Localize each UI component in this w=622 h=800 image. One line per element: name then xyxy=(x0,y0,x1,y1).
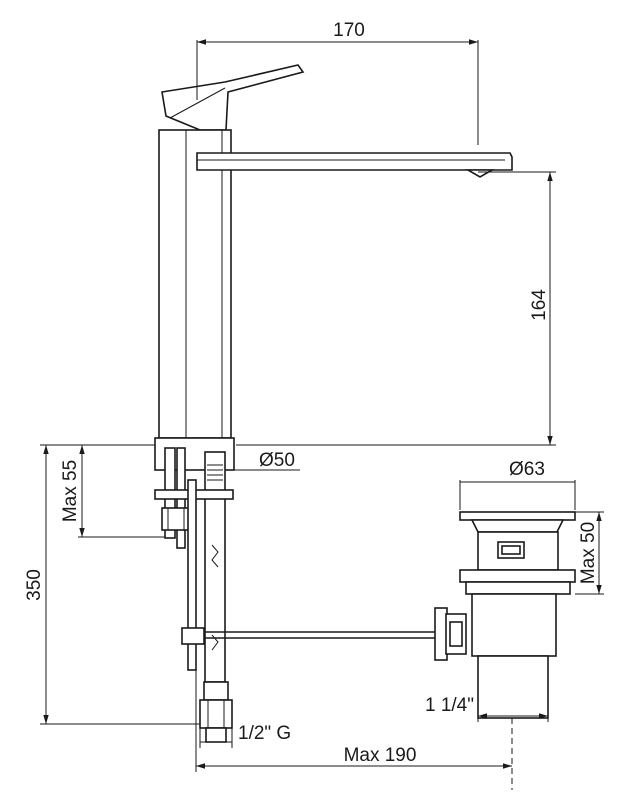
dimension-label-supply-thread: 1/2" G xyxy=(238,723,291,744)
dimension-spout-height: 164 xyxy=(236,171,556,446)
dimension-deck-thickness: Max 55 xyxy=(60,444,165,538)
dimension-base-diameter: Ø50 xyxy=(234,450,300,471)
popup-rod xyxy=(187,479,197,671)
aerator xyxy=(465,169,495,178)
dimension-label-rod-length: Max 190 xyxy=(344,745,417,766)
waste-flange xyxy=(459,511,576,521)
dimension-waste-height: Max 50 xyxy=(575,511,604,595)
dimension-label-waste-diameter: Ø63 xyxy=(509,459,545,480)
lever-handle xyxy=(161,64,305,131)
dimension-label-base-diameter: Ø50 xyxy=(259,450,295,471)
mounting-hardware xyxy=(154,447,234,743)
dimension-label-spout-height: 164 xyxy=(529,289,550,321)
dimension-label-waste-height: Max 50 xyxy=(578,522,599,584)
spout xyxy=(196,152,513,171)
popup-waste xyxy=(459,511,576,719)
mounting-nut xyxy=(161,507,191,531)
linkage-rod xyxy=(204,607,467,661)
dimension-waste-diameter: Ø63 xyxy=(459,459,576,510)
dimension-label-waste-thread: 1 1/4" xyxy=(425,695,474,716)
dimension-label-overall-height: 350 xyxy=(24,569,45,601)
dimension-label-spout-reach: 170 xyxy=(333,20,365,41)
supply-connector xyxy=(199,699,233,729)
faucet-body xyxy=(154,64,513,471)
dimension-label-deck-thickness: Max 55 xyxy=(60,460,81,522)
dimension-spout-reach: 170 xyxy=(196,20,479,145)
faucet-column xyxy=(158,129,232,439)
dimension-supply-thread: 1/2" G xyxy=(199,723,291,748)
dimension-overall-height: 350 xyxy=(24,444,200,725)
waste-locknut xyxy=(459,569,576,583)
dimension-rod-length: Max 190 xyxy=(195,670,513,790)
waste-tail xyxy=(477,655,549,719)
supply-hose xyxy=(204,451,226,683)
dimension-waste-thread: 1 1/4" xyxy=(425,695,549,722)
